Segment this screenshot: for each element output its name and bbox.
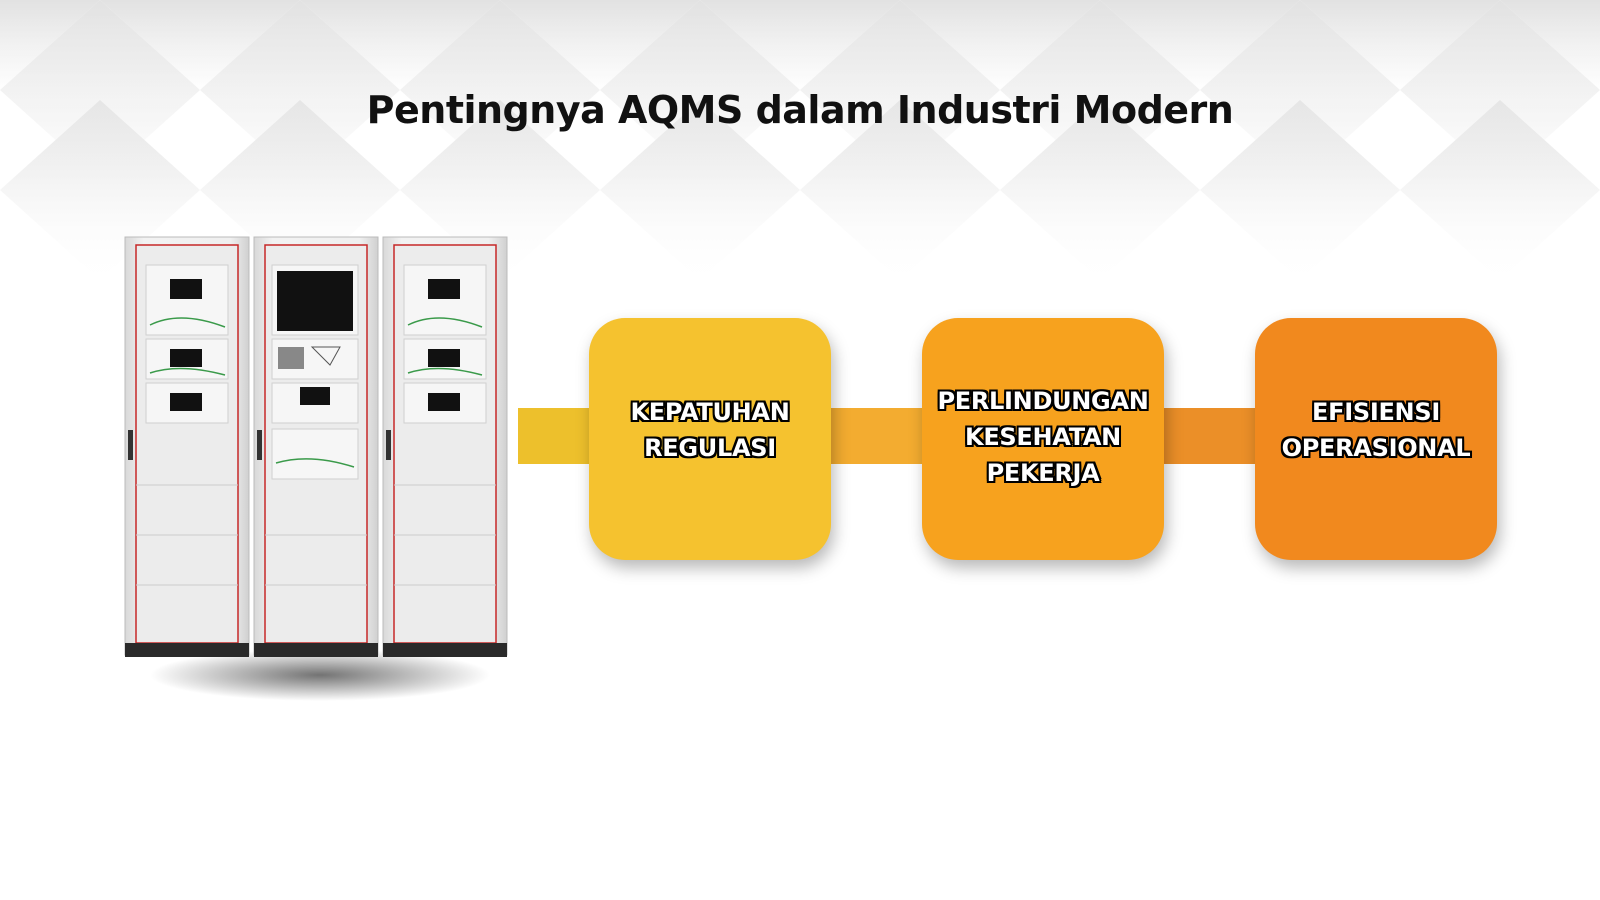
cabinet-right — [382, 236, 508, 657]
connector-2 — [830, 408, 924, 464]
step-2-label-line-2: KESEHATAN — [965, 423, 1121, 451]
step-perlindungan-kesehatan-pekerja: PERLINDUNGAN KESEHATAN PEKERJA — [922, 318, 1164, 560]
step-3-label-line-2: OPERASIONAL — [1281, 434, 1471, 462]
page-title: Pentingnya AQMS dalam Industri Modern — [366, 88, 1234, 132]
aqms-cabinet-image — [124, 236, 508, 701]
step-efisiensi-operasional: EFISIENSI OPERASIONAL — [1255, 318, 1497, 560]
step-2-label-line-3: PEKERJA — [986, 459, 1100, 487]
step-kepatuhan-regulasi: KEPATUHAN REGULASI — [589, 318, 831, 560]
background-pattern — [0, 0, 1600, 300]
step-1-label-line-1: KEPATUHAN — [630, 398, 790, 426]
connector-3 — [1163, 408, 1257, 464]
step-3-label-line-1: EFISIENSI — [1312, 398, 1440, 426]
cabinet-center — [253, 236, 379, 657]
cabinet-left — [124, 236, 250, 657]
step-2-label-line-1: PERLINDUNGAN — [937, 387, 1149, 415]
step-1-label-line-2: REGULASI — [644, 434, 776, 462]
connector-1 — [518, 408, 590, 464]
